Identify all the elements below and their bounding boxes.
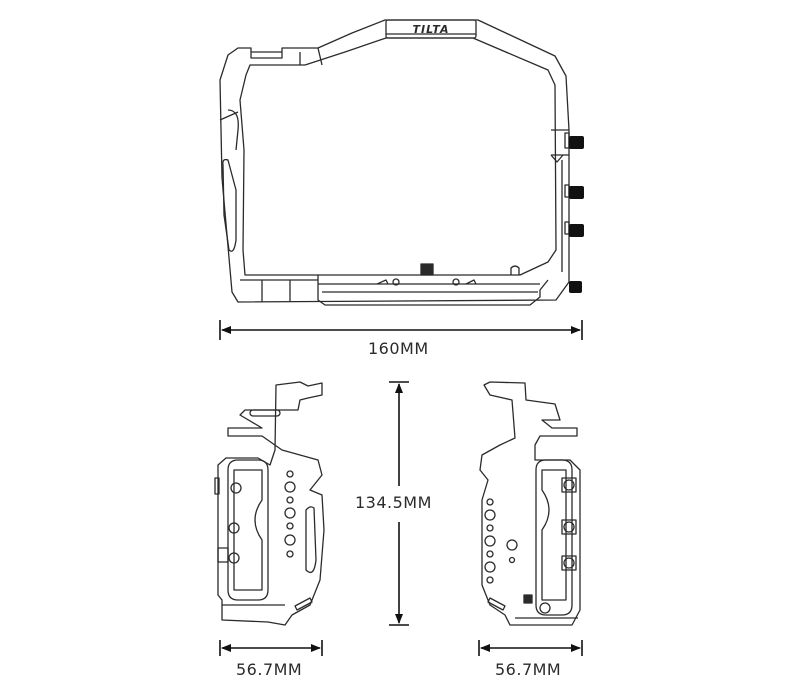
brand-logo: TILTA (413, 23, 450, 36)
knob (569, 281, 582, 293)
right-dimension-line (478, 640, 583, 656)
front-width-label: 160MM (368, 339, 429, 358)
right-screw (523, 594, 533, 604)
left-side-outline (217, 381, 325, 626)
left-dimension-line (219, 640, 323, 656)
left-grip-slot (222, 158, 237, 252)
cage-inner-opening (239, 37, 557, 276)
cage-outer-frame (219, 19, 570, 303)
height-label: 134.5MM (355, 493, 432, 512)
left-inner-slot (227, 459, 269, 601)
bottom-plate (317, 275, 549, 306)
knob (569, 186, 584, 199)
mounting-screw (420, 263, 434, 276)
right-depth-label: 56.7MM (495, 660, 562, 679)
front-dimension-line (219, 320, 583, 340)
left-depth-label: 56.7MM (236, 660, 303, 679)
height-dimension-line (389, 381, 409, 626)
right-inner-slot (535, 459, 573, 616)
right-side-view (479, 381, 581, 626)
side-knobs (569, 136, 584, 293)
left-side-view (214, 381, 325, 626)
top-handle-bar (385, 19, 477, 39)
right-hole-column (484, 498, 496, 584)
knob (569, 224, 584, 237)
left-hole-column (284, 470, 296, 558)
right-side-outline (479, 381, 581, 626)
front-view: TILTA (219, 19, 584, 306)
left-grip-cutout (305, 506, 317, 574)
knob (569, 136, 584, 149)
